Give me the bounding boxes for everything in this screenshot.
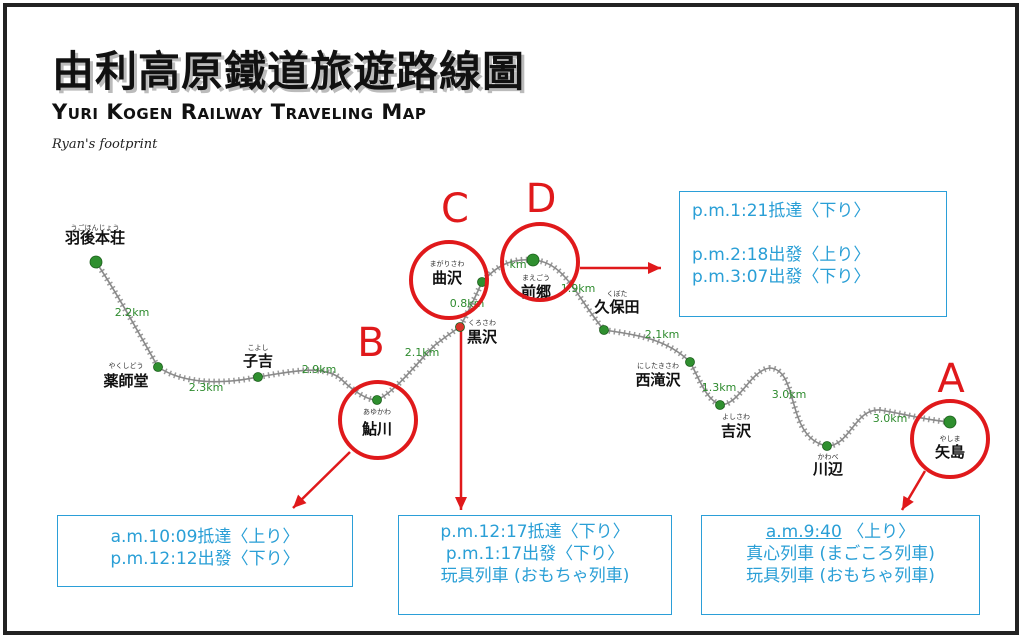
station-ruby-yakushido: やくしどう — [109, 362, 144, 370]
station-name-yoshizawa: 吉沢 — [721, 422, 752, 440]
schedule-direction: 〈上り〉 — [847, 522, 916, 542]
highlight-circle-ayukawa — [338, 380, 418, 460]
schedule-line: a.m.9:40 〈上り〉 — [702, 521, 979, 543]
marker-letter-c: C — [441, 186, 469, 232]
arrow-to-box-a-head — [902, 495, 914, 510]
station-dot-nishitakisawa — [685, 357, 695, 367]
track-rail — [95, 258, 951, 447]
station-name-kubota: 久保田 — [594, 298, 639, 316]
schedule-line: 玩具列車 (おもちゃ列車) — [746, 566, 935, 586]
station-ruby-kubota: くぼた — [607, 290, 628, 298]
schedule-line: p.m.2:18出發〈上り〉 — [692, 245, 871, 265]
station-name-yashima: 矢島 — [935, 443, 965, 461]
station-dot-ugohonjo — [89, 255, 103, 269]
schedule-line: p.m.1:17出發〈下り〉 — [445, 544, 625, 564]
marker-letter-b: B — [357, 320, 384, 366]
station-name-ugohonjo: 羽後本荘 — [65, 229, 125, 247]
station-name-nishitakisawa: 西滝沢 — [635, 371, 681, 389]
station-dot-ayukawa — [372, 395, 382, 405]
highlight-markers: A B C D — [338, 176, 990, 479]
station-ruby-koyoshi: こよし — [248, 344, 269, 352]
schedule-box-ayukawa: a.m.10:09抵達〈上り〉 p.m.12:12出發〈下り〉 — [57, 515, 353, 587]
station-ruby-kurosawa: くろさわ — [468, 319, 496, 327]
station-name-kurosawa: 黒沢 — [467, 328, 498, 346]
station-name-koyoshi: 子吉 — [243, 352, 273, 370]
schedule-line: a.m.10:09抵達〈上り〉 — [110, 527, 300, 547]
schedule-line: p.m.3:07出發〈下り〉 — [692, 267, 871, 287]
distance-label: 3.0km — [772, 388, 807, 401]
distance-label: 3.0km — [873, 412, 908, 425]
distance-label: 2.1km — [645, 328, 680, 341]
arrow-to-box-b-head — [293, 494, 307, 508]
station-dot-koyoshi — [253, 372, 263, 382]
station-ruby-yashima: やしま — [940, 435, 961, 443]
map-subtitle: Yuri Kogen Railway Traveling Map — [52, 100, 427, 124]
schedule-box-yashima: a.m.9:40 〈上り〉 真心列車 (まごころ列車) 玩具列車 (おもちゃ列車… — [701, 515, 980, 615]
arrow-to-box-b — [292, 451, 351, 509]
station-dot-maego — [526, 253, 540, 267]
station-ruby-yoshizawa: よしさわ — [722, 413, 750, 421]
distance-label: 2.1km — [405, 346, 440, 359]
highlight-circle-maego — [500, 222, 580, 302]
highlight-circle-yashima — [910, 399, 990, 479]
station-ruby-ugohonjo: うごほんじょう — [71, 223, 120, 232]
station-dot-yashima — [943, 415, 957, 429]
highlight-circle-magarisawa — [409, 240, 489, 320]
station-name-ayukawa: 鮎川 — [362, 420, 392, 438]
station-ruby-maego: まえごう — [522, 273, 550, 282]
schedule-time: a.m.9:40 — [765, 522, 842, 542]
station-dot-kurosawa — [455, 322, 465, 332]
station-ruby-kawabe: かわべ — [818, 453, 839, 461]
marker-letter-d: D — [526, 176, 557, 222]
station-name-magarisawa: 曲沢 — [432, 269, 463, 287]
schedule-line: p.m.12:12出發〈下り〉 — [110, 549, 300, 569]
station-dot-kubota — [599, 325, 609, 335]
distance-label: 2.3km — [189, 381, 224, 394]
schedule-line: 真心列車 (まごころ列車) — [746, 544, 935, 564]
schedule-line: p.m.12:17抵達〈下り〉 — [440, 522, 630, 542]
schedule-line: p.m.1:21抵達〈下り〉 — [692, 201, 871, 221]
station-name-yakushido: 薬師堂 — [102, 372, 148, 390]
distance-label: 2.9km — [302, 363, 337, 376]
station-dot-yakushido — [153, 362, 163, 372]
schedule-line: 玩具列車 (おもちゃ列車) — [440, 566, 630, 586]
station-dot-kawabe — [822, 441, 832, 451]
distance-label: 2.2km — [115, 306, 150, 319]
distance-label: 1.3km — [702, 381, 737, 394]
track-line — [93, 256, 951, 450]
author-signature: Ryan's footprint — [52, 137, 158, 152]
station-dot-yoshizawa — [715, 400, 725, 410]
map-title: 由利高原鐵道旅遊路線圖 — [52, 47, 526, 96]
station-ruby-magarisawa: まがりさわ — [430, 259, 465, 268]
schedule-box-magarisawa: p.m.12:17抵達〈下り〉 p.m.1:17出發〈下り〉 玩具列車 (おもち… — [398, 515, 672, 615]
arrow-to-box-d-head — [648, 262, 661, 274]
station-name-kawabe: 川辺 — [812, 460, 844, 478]
pointer-arrows — [292, 262, 927, 511]
station-ruby-nishitakisawa: にしたきさわ — [637, 362, 679, 370]
station-ruby-ayukawa: あゆかわ — [363, 408, 391, 416]
distance-label: km — [509, 258, 526, 271]
arrow-to-box-c-head — [455, 497, 467, 510]
marker-letter-a: A — [937, 356, 965, 402]
schedule-box-maego: p.m.1:21抵達〈下り〉 p.m.2:18出發〈上り〉 p.m.3:07出發… — [679, 191, 947, 317]
